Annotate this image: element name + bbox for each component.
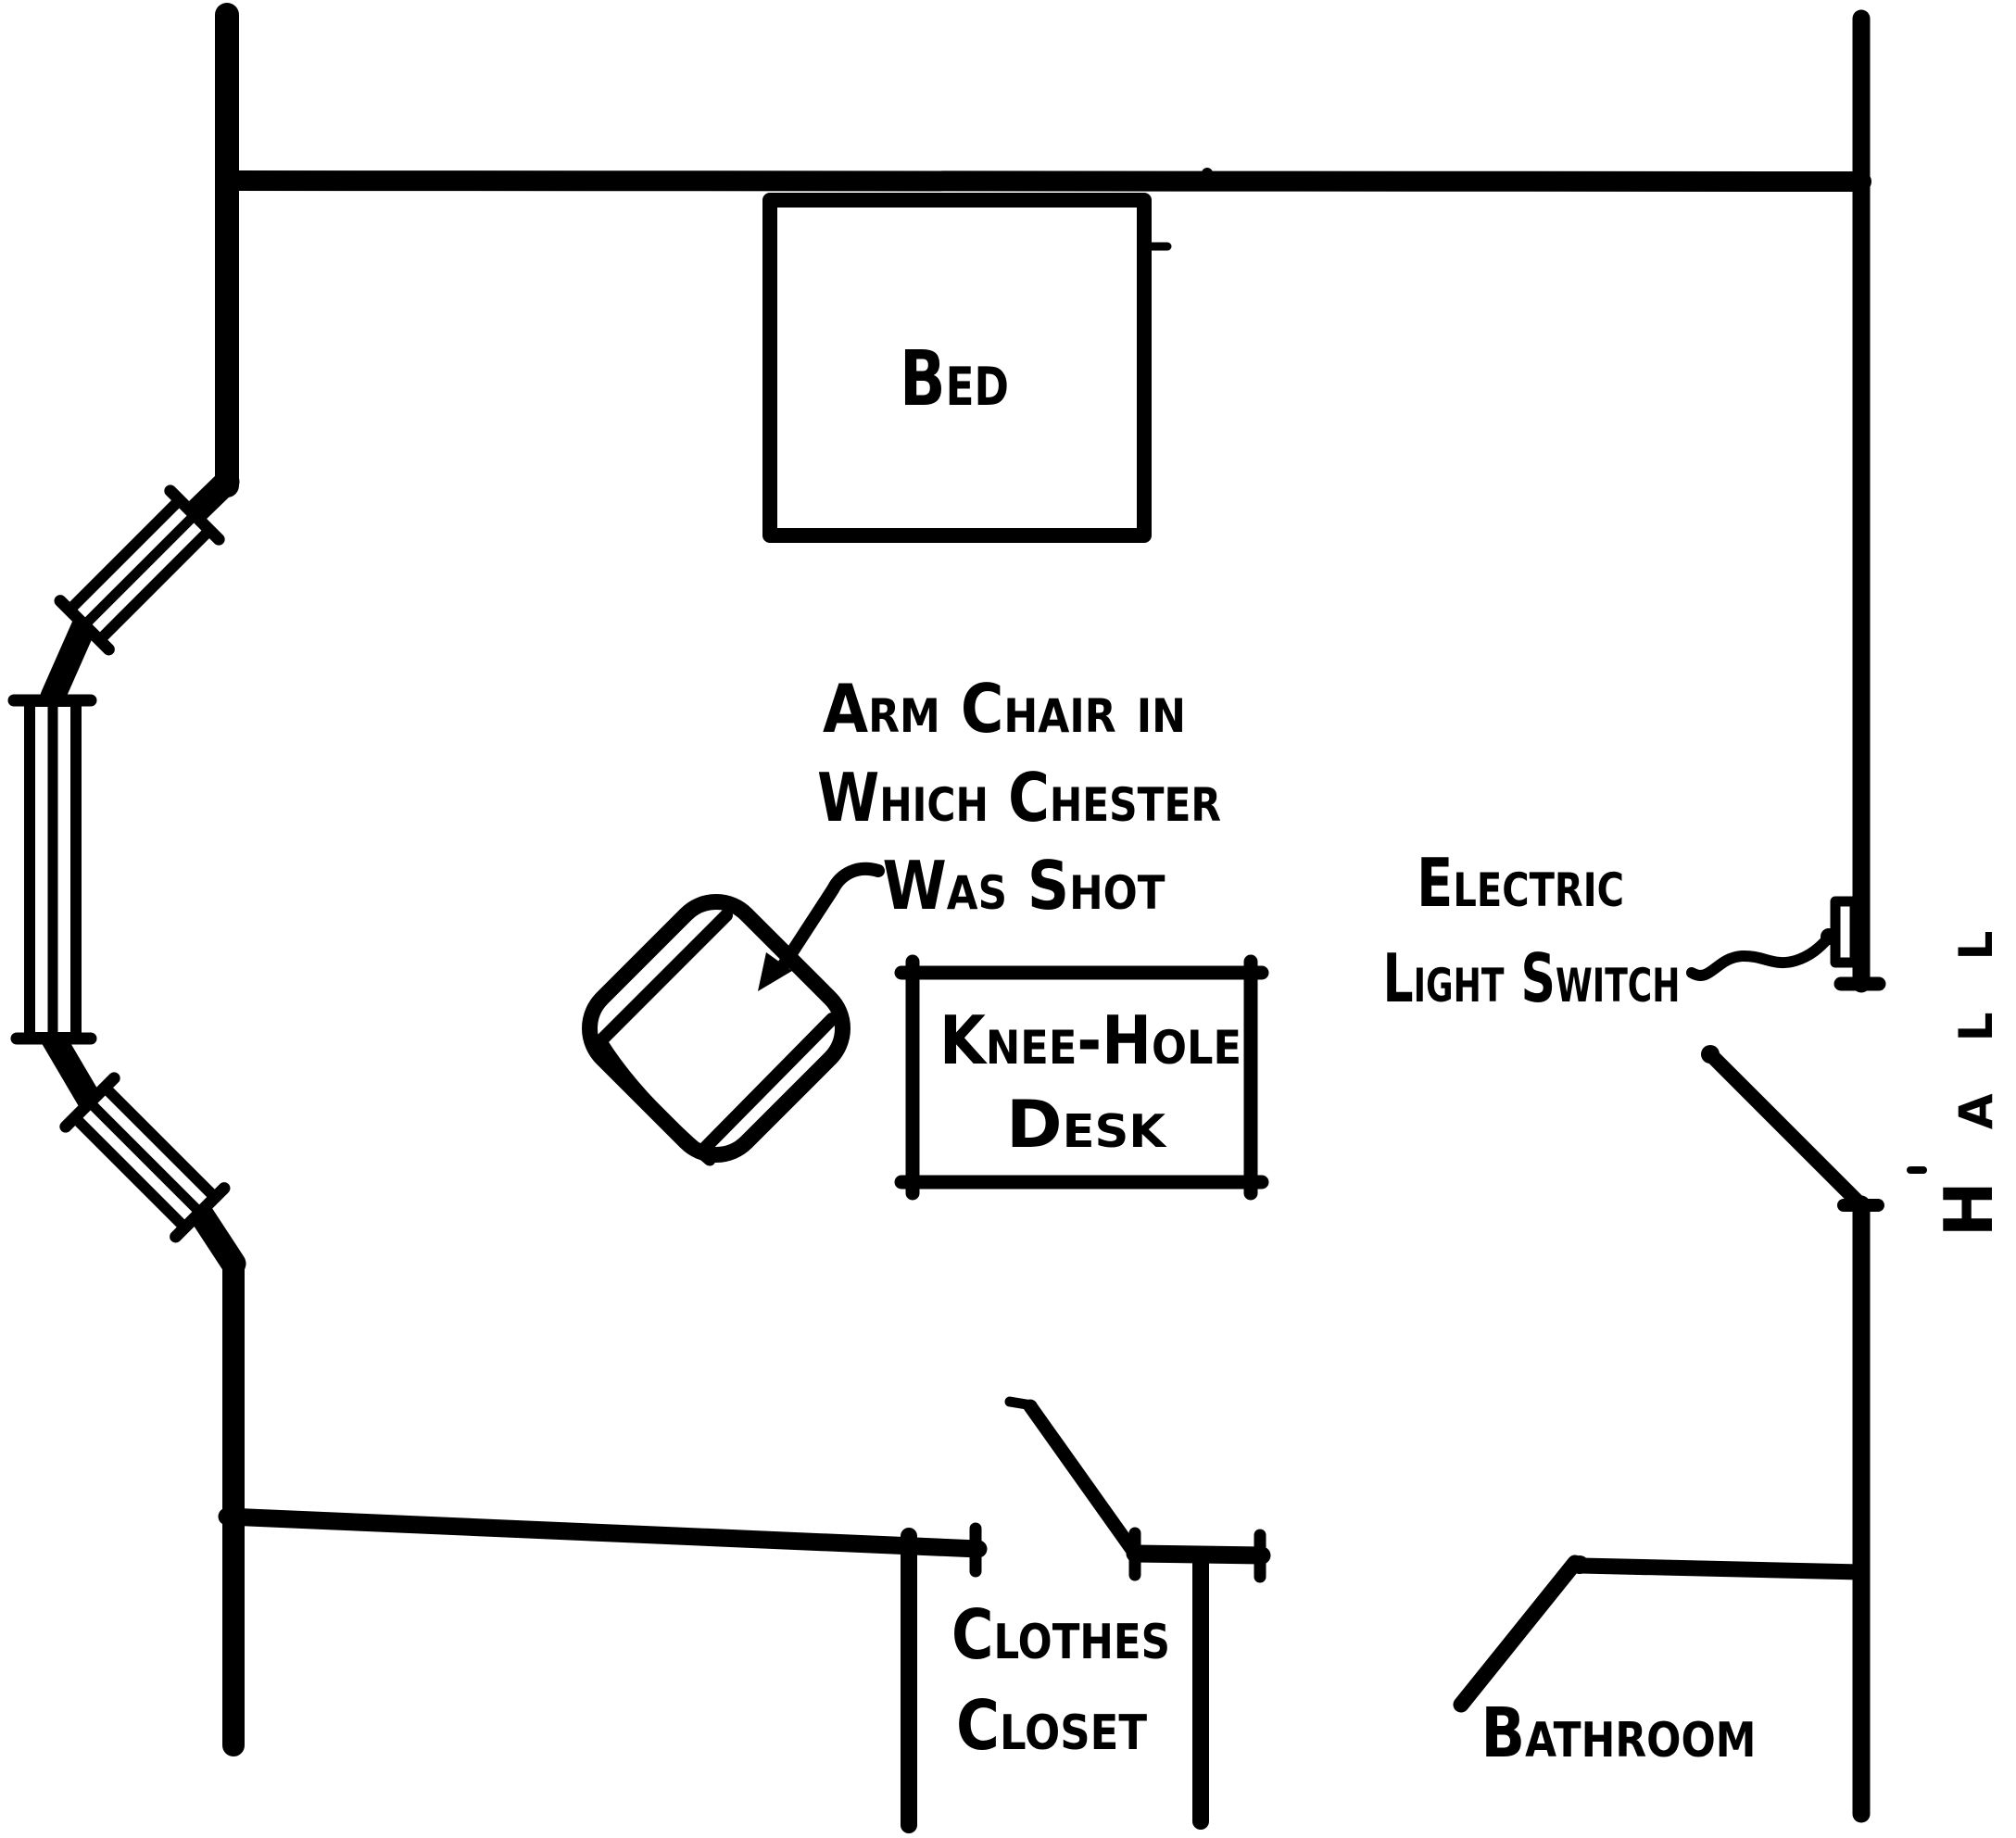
arm-chair-label-line2: Which Chester <box>817 759 1221 837</box>
closet-label-line1: Clothes <box>951 1595 1170 1675</box>
window-centerline <box>79 510 200 631</box>
window-endcap <box>59 1072 120 1133</box>
window-upper-diagonal <box>54 485 225 656</box>
bathroom-partition-wall <box>1572 1557 1870 1580</box>
doors <box>1004 1045 1868 1713</box>
wall-top <box>217 170 1871 192</box>
desk-fill <box>913 973 1251 1182</box>
bay-windows <box>7 485 231 1243</box>
window-vertical <box>7 694 97 1045</box>
arm-chair-label-line3: Was Shot <box>883 847 1166 925</box>
light-switch-symbol <box>1830 896 1860 968</box>
bay-stub-4 <box>187 1200 246 1277</box>
labels: Bed Arm Chair in Which Chester Was Shot … <box>817 335 2008 1773</box>
desk-label-line1: Knee-Hole <box>939 1001 1241 1079</box>
window-endcap <box>170 1182 231 1243</box>
bay-stub-1 <box>183 469 240 525</box>
arm-chair <box>581 893 851 1166</box>
window-endcap <box>54 595 115 656</box>
window-endcap <box>164 485 225 546</box>
closet-door-swing <box>1023 1399 1142 1561</box>
bed-outline <box>762 193 1152 543</box>
annotations <box>758 862 1927 1174</box>
window-lower-diagonal <box>59 1072 231 1243</box>
arrow-to-chair <box>775 862 885 976</box>
window-centerline <box>84 1097 206 1218</box>
hall-label: Hall <box>1930 879 2008 1238</box>
arm-chair-label-line1: Arm Chair in <box>823 670 1186 748</box>
light-switch-label-line1: Electric <box>1417 844 1624 922</box>
chair-arm-line-left <box>594 909 733 1048</box>
closet-door-swing-tip <box>1004 1396 1038 1411</box>
hall-door-swing <box>1703 1047 1868 1212</box>
wall-bottom-left-segment <box>218 1507 988 1558</box>
walls <box>40 3 1886 1833</box>
chair-arm-line-right <box>698 1013 838 1155</box>
light-switch-label-line2: Light Switch <box>1383 939 1681 1017</box>
bathroom-door-swing <box>1453 1555 1583 1713</box>
arrow-to-chair-head <box>758 952 792 991</box>
closet-label-line2: Closet <box>956 1686 1147 1766</box>
desk-label-line2: Desk <box>1006 1087 1167 1163</box>
bay-stub-2 <box>40 612 97 710</box>
knee-hole-desk <box>894 954 1269 1201</box>
bed-label: Bed <box>900 335 1009 423</box>
furniture <box>581 168 1269 1201</box>
bay-stub-3 <box>40 1025 103 1114</box>
chair-seat-curve <box>596 1037 716 1166</box>
arrow-to-switch <box>1686 932 1834 981</box>
bathroom-label: Bathroom <box>1481 1693 1757 1773</box>
hall-door-swing-end <box>1701 1045 1720 1064</box>
stray-dot <box>1202 168 1213 179</box>
